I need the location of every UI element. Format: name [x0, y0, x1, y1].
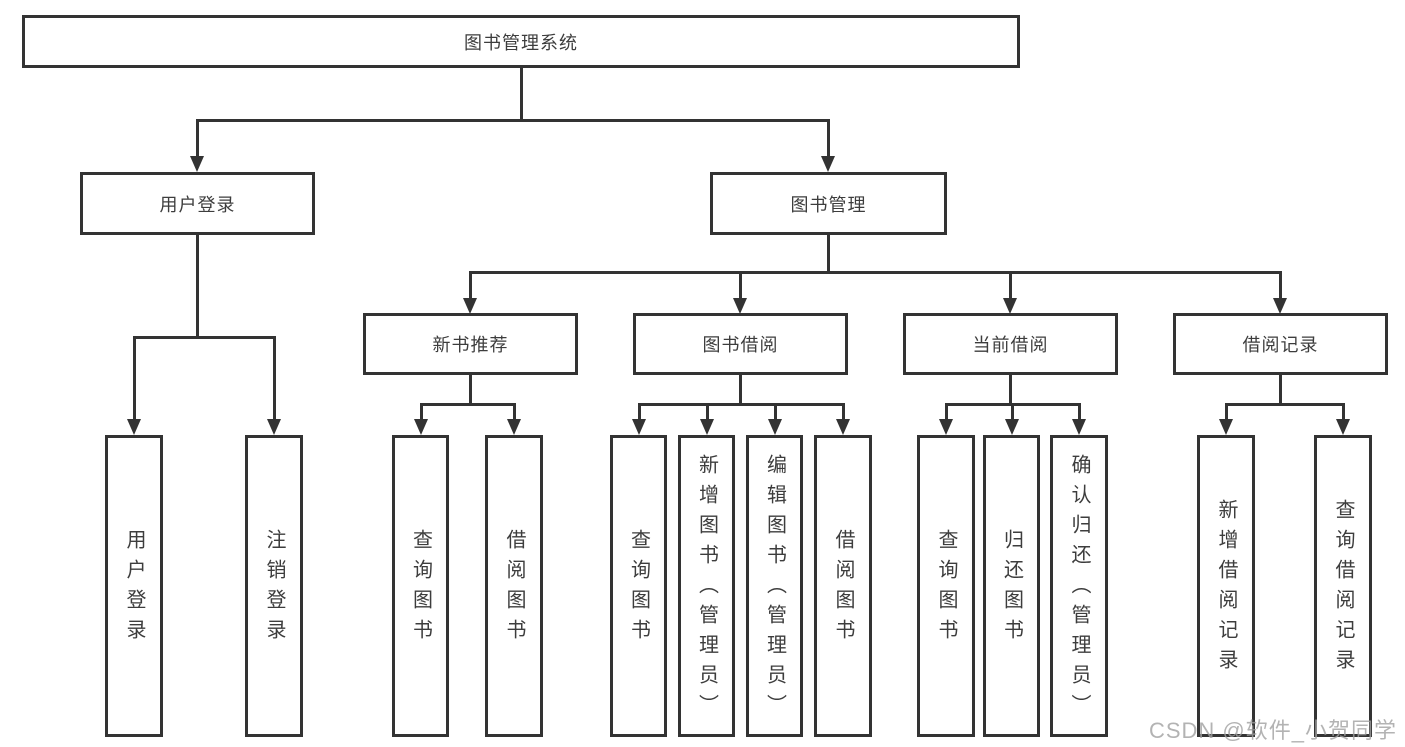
arrow-down-icon — [1219, 419, 1233, 435]
connector-line — [196, 119, 830, 122]
leaf-confirm-return-admin: 确认归还（管理员） — [1050, 435, 1108, 737]
arrow-down-icon — [1003, 298, 1017, 314]
connector-line — [133, 336, 276, 339]
connector-line — [520, 68, 523, 122]
leaf-user-login: 用户登录 — [105, 435, 163, 737]
arrow-down-icon — [632, 419, 646, 435]
connector-line — [739, 375, 742, 406]
connector-line — [273, 336, 276, 421]
arrow-down-icon — [1005, 419, 1019, 435]
arrow-down-icon — [1072, 419, 1086, 435]
connector-line — [513, 403, 516, 421]
arrow-down-icon — [700, 419, 714, 435]
connector-line — [638, 403, 641, 421]
connector-line — [1279, 375, 1282, 406]
node-book-borrowing: 图书借阅 — [633, 313, 848, 375]
connector-line — [469, 271, 472, 300]
arrow-down-icon — [768, 419, 782, 435]
connector-line — [1078, 403, 1081, 421]
leaf-add-book-admin: 新增图书（管理员） — [678, 435, 735, 737]
arrow-down-icon — [463, 298, 477, 314]
node-library-management-system: 图书管理系统 — [22, 15, 1020, 68]
leaf-edit-book-admin: 编辑图书（管理员） — [746, 435, 803, 737]
connector-line — [638, 403, 845, 406]
leaf-return-book: 归还图书 — [983, 435, 1040, 737]
connector-line — [827, 235, 830, 274]
leaf-logout: 注销登录 — [245, 435, 303, 737]
connector-line — [469, 271, 1282, 274]
leaf-borrow-books: 借阅图书 — [814, 435, 872, 737]
connector-line — [196, 119, 199, 158]
node-user-login: 用户登录 — [80, 172, 315, 235]
connector-line — [1009, 271, 1012, 300]
connector-line — [1342, 403, 1345, 421]
arrow-down-icon — [190, 156, 204, 172]
leaf-query-books-current: 查询图书 — [917, 435, 975, 737]
node-current-borrowing: 当前借阅 — [903, 313, 1118, 375]
arrow-down-icon — [507, 419, 521, 435]
connector-line — [469, 375, 472, 406]
connector-line — [739, 271, 742, 300]
arrow-down-icon — [939, 419, 953, 435]
node-new-book-recommend: 新书推荐 — [363, 313, 578, 375]
leaf-add-borrow-record: 新增借阅记录 — [1197, 435, 1255, 737]
node-book-management: 图书管理 — [710, 172, 947, 235]
connector-line — [1011, 403, 1014, 421]
arrow-down-icon — [1273, 298, 1287, 314]
arrow-down-icon — [1336, 419, 1350, 435]
leaf-borrow-books-recommend: 借阅图书 — [485, 435, 543, 737]
connector-line — [827, 119, 830, 158]
connector-line — [706, 403, 709, 421]
arrow-down-icon — [127, 419, 141, 435]
connector-line — [196, 235, 199, 339]
arrow-down-icon — [836, 419, 850, 435]
connector-line — [1225, 403, 1228, 421]
connector-line — [420, 403, 516, 406]
connector-line — [945, 403, 948, 421]
connector-line — [774, 403, 777, 421]
connector-line — [1279, 271, 1282, 300]
leaf-query-borrow-record: 查询借阅记录 — [1314, 435, 1372, 737]
connector-line — [842, 403, 845, 421]
connector-line — [1009, 375, 1012, 406]
connector-line — [133, 336, 136, 421]
arrow-down-icon — [414, 419, 428, 435]
arrow-down-icon — [267, 419, 281, 435]
leaf-query-books-borrowing: 查询图书 — [610, 435, 667, 737]
connector-line — [1225, 403, 1345, 406]
arrow-down-icon — [733, 298, 747, 314]
arrow-down-icon — [821, 156, 835, 172]
leaf-query-books-recommend: 查询图书 — [392, 435, 449, 737]
node-borrowing-records: 借阅记录 — [1173, 313, 1388, 375]
connector-line — [420, 403, 423, 421]
